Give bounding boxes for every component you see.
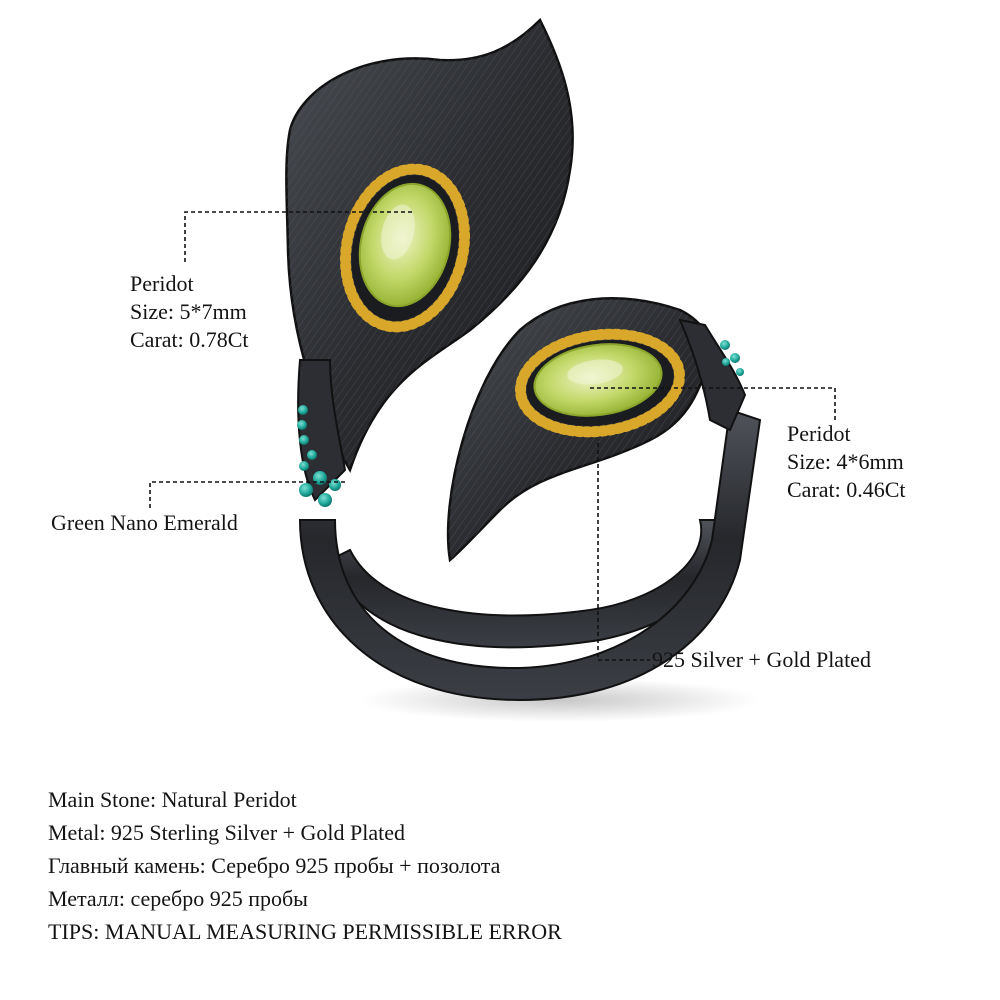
spec-main-stone: Main Stone: Natural Peridot (48, 787, 297, 812)
nano-emerald-cluster-right (720, 340, 744, 376)
spec-metal-ru: Металл: серебро 925 пробы (48, 886, 308, 911)
spec-main-stone-ru: Главный камень: Серебро 925 пробы + позо… (48, 853, 501, 878)
callout-peridot-small-size: Size: 4*6mm (787, 449, 904, 474)
spec-metal: Metal: 925 Sterling Silver + Gold Plated (48, 820, 406, 845)
peridot-small-stone (514, 328, 686, 438)
leader-peridot-large (184, 211, 413, 262)
leader-material (597, 443, 650, 661)
peridot-large-stone (339, 163, 471, 333)
callout-nano-emerald: Green Nano Emerald (51, 509, 238, 537)
callout-peridot-large-carat: Carat: 0.78Ct (130, 327, 249, 352)
callout-peridot-large-title: Peridot (130, 271, 194, 296)
callout-peridot-small-title: Peridot (787, 421, 851, 446)
leader-lines (149, 211, 836, 661)
callout-peridot-small: Peridot Size: 4*6mm Carat: 0.46Ct (787, 420, 906, 504)
right-stem (678, 318, 747, 432)
callout-material-title: 925 Silver + Gold Plated (652, 647, 871, 672)
leader-peridot-small (590, 387, 836, 420)
spec-tips: TIPS: MANUAL MEASURING PERMISSIBLE ERROR (48, 919, 562, 944)
callout-nano-emerald-title: Green Nano Emerald (51, 510, 238, 535)
callout-material: 925 Silver + Gold Plated (652, 646, 871, 674)
callout-peridot-large-size: Size: 5*7mm (130, 299, 247, 324)
leader-nano-emerald (149, 481, 345, 508)
spec-list: Main Stone: Natural Peridot Metal: 925 S… (48, 783, 562, 948)
callout-peridot-small-carat: Carat: 0.46Ct (787, 477, 906, 502)
ring-band-front (298, 408, 762, 702)
ring-product-image (149, 17, 836, 722)
callout-peridot-large: Peridot Size: 5*7mm Carat: 0.78Ct (130, 270, 249, 354)
